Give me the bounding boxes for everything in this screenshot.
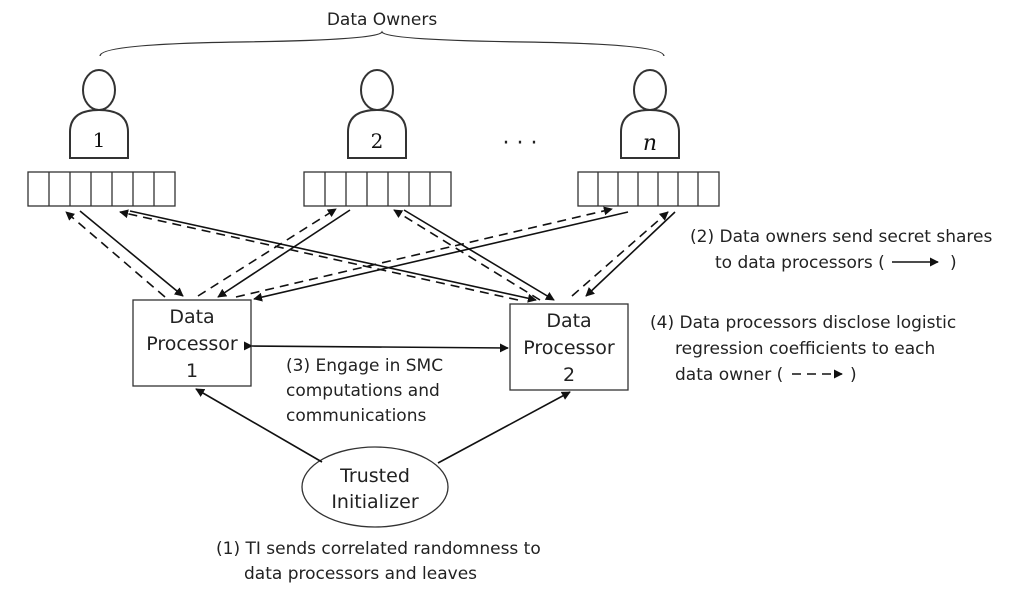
step3-line3: communications [286,406,426,426]
step2-line2: to data processors ( [715,253,885,273]
share-arrow-o1-p1 [79,210,184,297]
step3-line2: computations and [286,381,440,401]
owner-n-icon [620,69,680,159]
coef-arrow-p1-o2 [197,208,337,297]
step4-line1: (4) Data processors disclose logistic [650,313,956,333]
initializer-line2: Initializer [331,491,419,513]
initializer-line1: Trusted [339,465,410,487]
owner-n-label: n [643,131,657,156]
coef-arrow-p1-on [235,206,613,298]
step1-line2: data processors and leaves [244,564,477,584]
owners-brace [99,30,665,57]
share-arrow-on-p1 [253,211,629,302]
owner-2-label: 2 [371,129,384,153]
owner-1-label: 1 [93,128,106,152]
smc-bidirectional-arrow [243,341,509,353]
share-arrow-o1-p2 [129,210,537,303]
share-arrow-o2-p2 [403,209,555,301]
owner-2-data-array [303,171,452,207]
coef-arrow-p1-o1 [65,211,166,298]
step1-line1: (1) TI sends correlated randomness to [216,539,541,559]
ti-arrow-p2 [437,391,571,464]
processor-1-box [132,299,252,387]
share-arrow-o2-p1 [217,209,351,298]
coef-arrow-p2-o1 [119,209,519,301]
owners-ellipsis: · · · [503,131,538,156]
processor-2-line2: Processor [523,337,615,359]
processor-2-line3: 2 [563,364,575,386]
ti-arrow-p1 [195,388,323,463]
step4-close: ) [850,365,857,385]
step4-line2: regression coefficients to each [675,339,935,359]
owner-n-data-array [577,171,720,207]
step2-line1: (2) Data owners send secret shares [690,227,992,247]
owner-1-data-array [27,171,176,207]
owner-1-icon [69,69,129,159]
processor-1-line1: Data [169,306,214,328]
owner-2-icon [347,69,407,159]
share-arrow-on-p2 [585,211,676,297]
processor-2-line1: Data [546,310,591,332]
trusted-initializer-ellipse [301,446,449,528]
step2-close: ) [950,253,957,273]
data-owners-title: Data Owners [327,10,438,30]
processor-1-line2: Processor [146,333,238,355]
coef-arrow-p2-on [571,211,669,297]
step3-line1: (3) Engage in SMC [286,356,443,376]
step4-line3: data owner ( [675,365,783,385]
processor-1-line3: 1 [186,360,198,382]
processor-2-box [509,303,629,391]
coef-arrow-p2-o2 [393,209,541,301]
